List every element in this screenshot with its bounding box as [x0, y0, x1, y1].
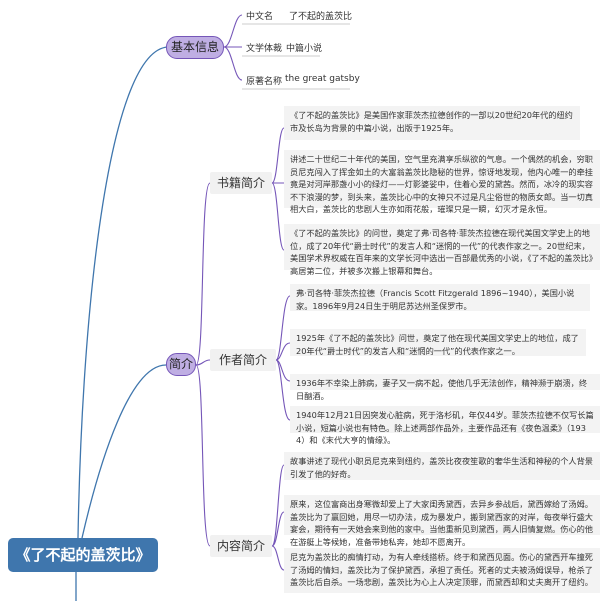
book-intro-paragraph-3: 《了不起的盖茨比》的问世，奠定了弗·司各特·菲茨杰拉德在现代美国文学史上的地位，…: [284, 224, 600, 276]
connector-intro-book: [195, 182, 211, 366]
item-value-genre: 中篇小说: [286, 44, 323, 54]
connector-author-paras: [275, 295, 291, 421]
item-label-genre: 文学体裁: [246, 44, 283, 54]
author-intro-paragraph-2: 1925年《了不起的盖茨比》问世，奠定了他在现代美国文学史上的地位，成了20年代…: [290, 329, 586, 356]
author-intro-paragraph-4: 1940年12月21日因突发心脏病，死于洛杉矶，年仅44岁。菲茨杰拉德不仅写长篇…: [290, 406, 600, 445]
book-intro-paragraph-2: 讲述二十世纪二十年代的美国，空气里充满享乐纵欲的气息。一个偶然的机会，穷职员尼克…: [284, 150, 600, 214]
item-value-original-title: the great gatsby: [285, 74, 360, 84]
connector-root-basic-info: [77, 46, 169, 539]
item-label-chinese-name: 中文名: [246, 12, 274, 22]
item-value-chinese-name: 了不起的盖茨比: [289, 12, 353, 22]
content-intro-paragraph-3: 尼克为盖茨比的痴情打动，为有人牵线搭桥。终于和黛西见面。伤心的黛西开车撞死了汤姆…: [284, 548, 600, 593]
content-intro-paragraph-2: 原来，这位富商出身寒微却爱上了大家闺秀黛西，去异乡参战后，黛西嫁给了汤姆。盖茨比…: [284, 495, 600, 547]
book-intro-paragraph-1: 《了不起的盖茨比》是美国作家菲茨杰拉德创作的一部以20世纪20年代的纽约市及长岛…: [284, 106, 580, 140]
author-intro-paragraph-3: 1936年不幸染上肺病，妻子又一病不起，使他几乎无法创作，精神濒于崩溃，终日酗酒…: [290, 374, 600, 401]
connector-book-paras: [271, 127, 285, 251]
basic-info-topic[interactable]: 基本信息: [166, 36, 224, 59]
connector-basic-info-items: [223, 14, 243, 81]
connector-root-intro: [81, 364, 167, 539]
author-intro-paragraph-1: 弗·司各特·菲茨杰拉德（Francis Scott Fitzgerald 189…: [290, 284, 590, 311]
content-intro-paragraph-1: 故事讲述了现代小职员尼克来到纽约，盖茨比夜夜笙歌的奢华生活和神秘的个人背景引发了…: [284, 452, 600, 480]
content-intro-topic[interactable]: 内容简介: [210, 535, 272, 557]
connector-intro-author: [195, 359, 211, 366]
connector-content-paras: [271, 464, 285, 571]
item-label-original-title: 原著名称: [246, 77, 283, 87]
connector-intro-content: [195, 364, 211, 547]
root-topic[interactable]: 《了不起的盖茨比》: [8, 538, 158, 572]
author-intro-topic[interactable]: 作者简介: [210, 349, 276, 371]
book-intro-topic[interactable]: 书籍简介: [210, 172, 272, 194]
intro-topic[interactable]: 简介: [166, 353, 196, 376]
